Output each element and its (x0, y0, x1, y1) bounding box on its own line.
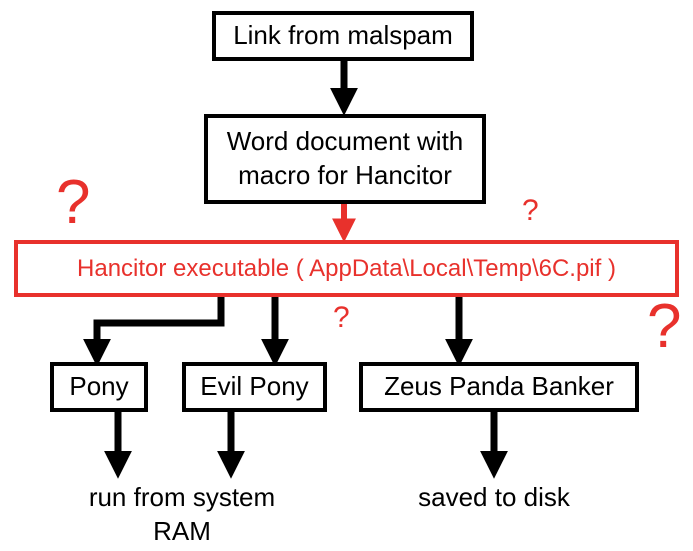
outcome-ram: run from system RAM (62, 481, 302, 549)
node-pony: Pony (50, 362, 148, 412)
node-word-label-line2: macro for Hancitor (238, 160, 452, 190)
node-link-label: Link from malspam (233, 20, 453, 51)
node-word-document: Word document with macro for Hancitor (204, 114, 486, 204)
node-zeus-label: Zeus Panda Banker (384, 371, 614, 402)
outcome-ram-line1: run from system (88, 482, 276, 512)
outcome-disk-text: saved to disk (418, 482, 570, 512)
outcome-disk: saved to disk (394, 481, 594, 515)
node-word-label-line1: Word document with (226, 126, 464, 157)
node-link-from-malspam: Link from malspam (212, 11, 474, 61)
node-hancitor-label: Hancitor executable ( AppData\Local\Temp… (77, 254, 616, 282)
node-hancitor-executable: Hancitor executable ( AppData\Local\Temp… (14, 240, 679, 297)
outcome-ram-line2: RAM (153, 515, 211, 546)
question-mark-large-right: ? (647, 292, 682, 361)
node-zeus-panda-banker: Zeus Panda Banker (359, 362, 639, 412)
arrow-hancitor-to-pony (83, 296, 225, 367)
question-mark-small-center: ? (333, 301, 350, 334)
node-evil-pony: Evil Pony (182, 362, 327, 412)
node-pony-label: Pony (69, 371, 129, 402)
question-mark-large-left: ? (56, 168, 91, 237)
node-evil-pony-label: Evil Pony (200, 371, 309, 402)
question-mark-small-top-right: ? (522, 194, 539, 227)
